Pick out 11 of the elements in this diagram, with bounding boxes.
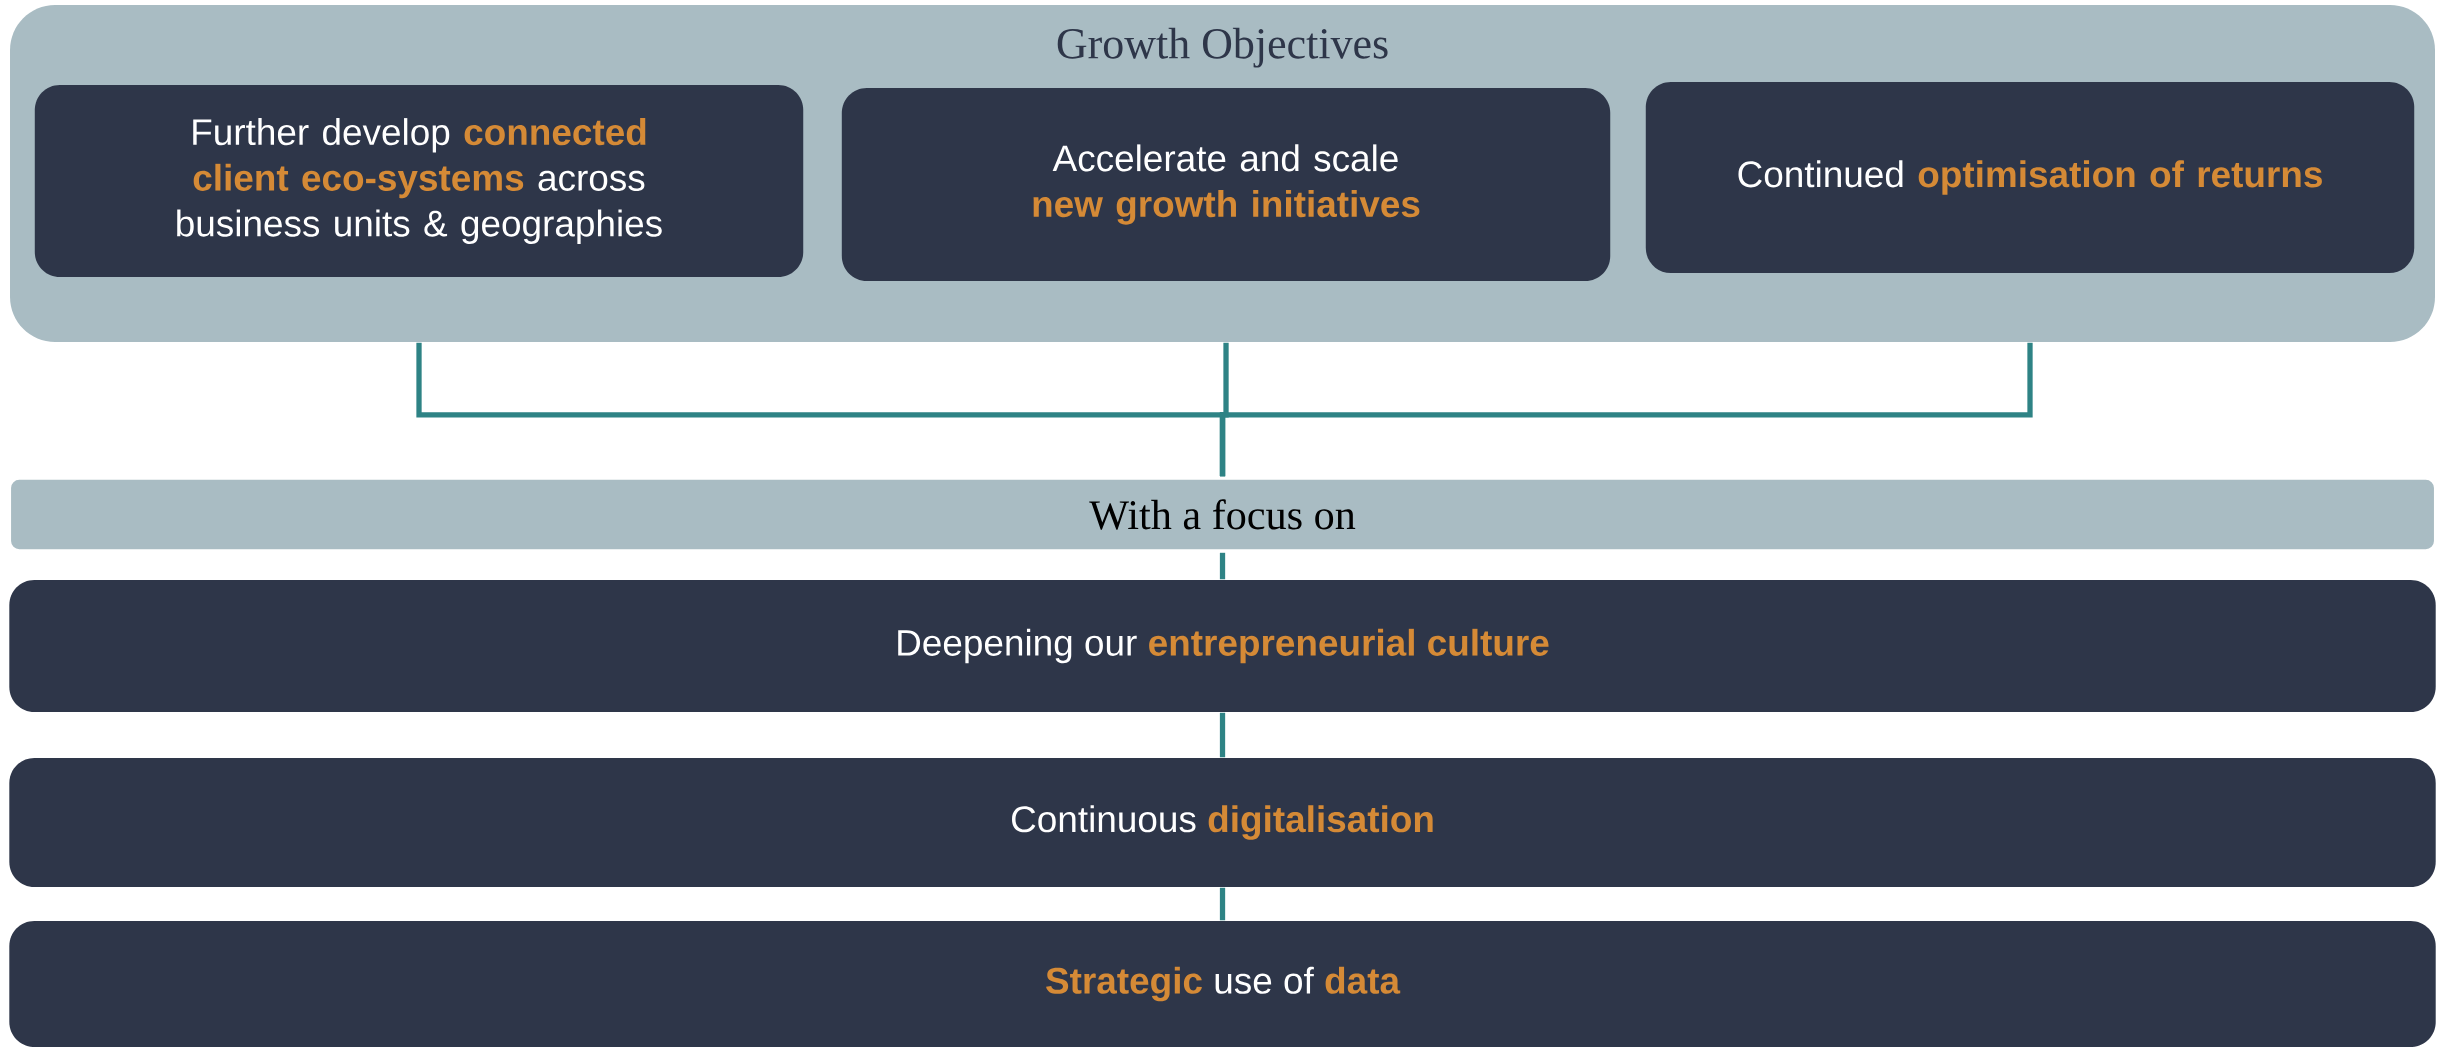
connector-line	[1219, 342, 2033, 477]
text-box: Strategic use of data	[9, 921, 2436, 1047]
text-box: Further develop connected client eco-systems across business units & geographies	[34, 84, 804, 278]
connector-line	[1219, 712, 1226, 758]
text-box: Continuous digitalisation	[9, 758, 2436, 888]
connector-line	[1219, 552, 1226, 580]
connector-line	[1219, 887, 1226, 921]
text-box: Accelerate and scale new growth initiatives	[841, 87, 1611, 282]
text-box: Continued optimisation of returns	[1645, 81, 2415, 274]
focus-band: With a focus on	[7, 476, 2438, 553]
text-box: Deepening our entrepreneurial culture	[9, 579, 2436, 713]
